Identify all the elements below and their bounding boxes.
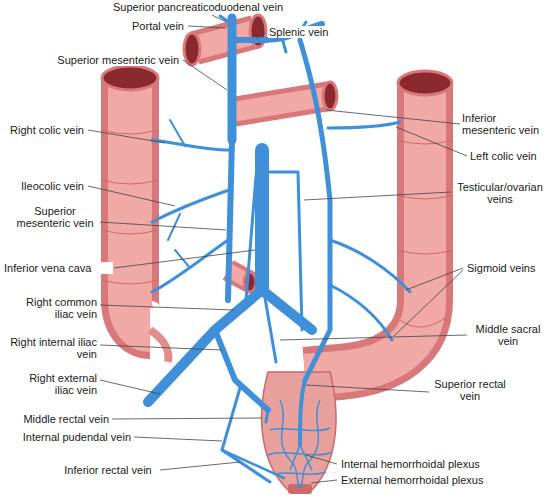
hemorrhoidal-plexus <box>268 400 332 488</box>
vein-label: Splenic vein <box>268 26 348 38</box>
vein-label: Right colic vein <box>3 124 85 136</box>
veins <box>148 16 410 482</box>
vein-label: Superior pancreaticoduodenal vein <box>112 1 312 13</box>
vein-label: Sigmoid veins <box>466 262 546 274</box>
vein-label: External hemorrhoidal plexus <box>340 474 510 486</box>
anal-canal <box>288 484 312 494</box>
vein-label: Middle sacral vein <box>469 323 547 347</box>
vein-label: Internal pudendal vein <box>2 431 132 443</box>
vein-label: Superior mesenteric vein <box>30 54 180 66</box>
leader-lines <box>88 15 467 483</box>
vein-label: Superior mesenteric vein <box>12 205 98 229</box>
vein-label: Left colic vein <box>469 150 547 162</box>
vein-label: Right external iliac vein <box>8 372 98 396</box>
vein-label: Inferior mesenteric vein <box>461 112 547 136</box>
vein-label: Right internal iliac vein <box>8 336 98 360</box>
vein-label: Right common iliac vein <box>8 296 98 320</box>
vein-label: Superior rectal vein <box>430 378 510 402</box>
vein-label: Middle rectal vein <box>8 413 110 425</box>
vein-label: Inferior rectal vein <box>56 464 160 476</box>
vein-label: Ileocolic vein <box>3 180 85 192</box>
vein-label: Testicular/ovarian veins <box>453 181 547 205</box>
vein-label: Inferior vena cava <box>3 262 113 274</box>
vein-label: Internal hemorrhoidal plexus <box>340 458 510 470</box>
vein-label: Portal vein <box>110 20 185 32</box>
colon <box>130 32 425 375</box>
